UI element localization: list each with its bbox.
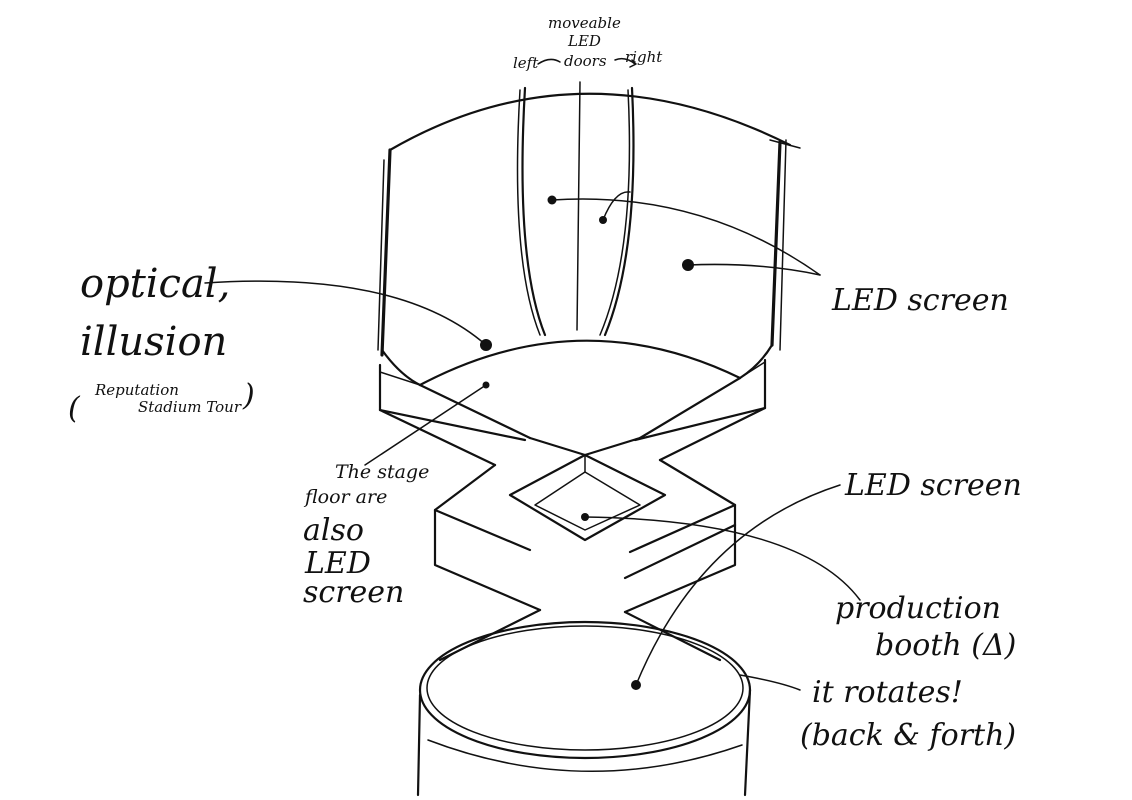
label-right: right	[625, 48, 663, 66]
leader-lines	[205, 192, 860, 690]
label-optical: optical,	[80, 261, 230, 307]
label-led-screen-upper: LED screen	[831, 283, 1009, 318]
label-stage-2: floor are	[303, 486, 387, 508]
label-booth: booth (Δ)	[875, 628, 1016, 663]
label-led-top: LED	[567, 32, 601, 50]
label-moveable: moveable	[548, 14, 621, 32]
label-stage-5: screen	[303, 575, 404, 610]
label-reputation: Reputation	[94, 381, 179, 399]
label-stage-3: also	[303, 513, 364, 548]
rotating-lower-stage	[418, 622, 750, 795]
label-left: left	[513, 54, 539, 72]
x-catwalks	[380, 378, 765, 660]
label-paren-open: (	[68, 391, 81, 426]
label-rotates: it rotates!	[812, 675, 963, 710]
label-paren-close: )	[242, 378, 255, 413]
label-back-forth: (back & forth)	[800, 718, 1016, 753]
moveable-led-doors	[518, 82, 634, 335]
callout-dots	[480, 196, 694, 691]
label-production: production	[835, 591, 1001, 626]
elliptical-stage-floor	[380, 341, 765, 440]
label-stage-1: The stage	[335, 461, 429, 483]
label-led-screen-lower: LED screen	[844, 468, 1022, 503]
label-doors: doors	[564, 52, 607, 70]
label-illusion: illusion	[80, 319, 227, 365]
production-booth-diamond	[510, 438, 665, 540]
label-stadium-tour: Stadium Tour	[138, 398, 242, 416]
